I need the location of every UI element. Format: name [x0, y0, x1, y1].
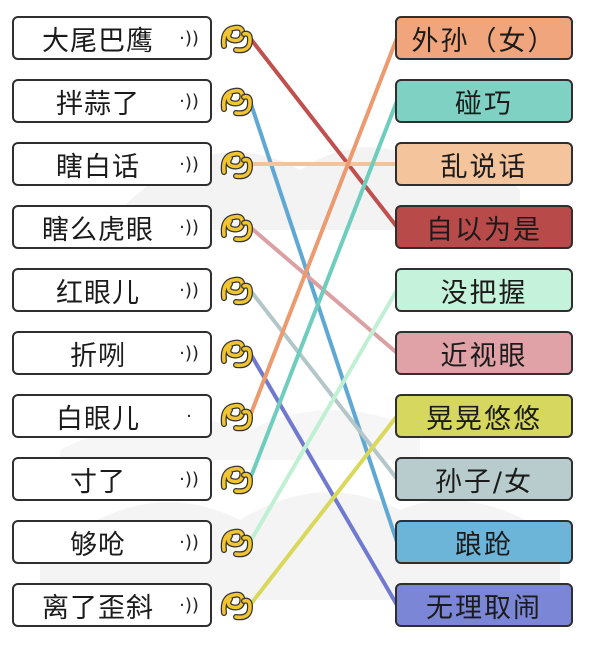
word-label: 大尾巴鹰 [42, 25, 154, 57]
word-card[interactable]: 折咧 ·)) [12, 331, 212, 375]
word-card[interactable]: 红眼儿 ·)) [12, 268, 212, 312]
word-label: 拌蒜了 [56, 88, 140, 120]
meaning-card[interactable]: 孙子/女 [395, 457, 573, 501]
speaker-icon[interactable]: · [186, 405, 192, 427]
word-card[interactable]: 离了歪斜 ·)) [12, 583, 212, 627]
connection-line [248, 288, 399, 481]
meaning-card[interactable]: 踉跄 [395, 520, 573, 564]
connection-line [248, 99, 399, 481]
speaker-icon[interactable]: ·)) [179, 531, 199, 553]
word-card[interactable]: 寸了 ·)) [12, 457, 212, 501]
speaker-icon[interactable]: ·)) [179, 90, 199, 112]
speaker-icon[interactable]: ·)) [179, 342, 199, 364]
rope-knot-icon[interactable] [220, 524, 254, 560]
meaning-card[interactable]: 外孙（女） [395, 16, 573, 60]
word-label: 折咧 [70, 340, 126, 372]
word-label: 离了歪斜 [42, 592, 154, 624]
meaning-card[interactable]: 晃晃悠悠 [395, 394, 573, 438]
rope-knot-icon[interactable] [220, 461, 254, 497]
rope-knot-icon[interactable] [220, 209, 254, 245]
meaning-card[interactable]: 自以为是 [395, 205, 573, 249]
word-label: 瞎白话 [56, 151, 140, 183]
rope-knot-icon[interactable] [220, 83, 254, 119]
connection-line [248, 225, 399, 355]
word-card[interactable]: 白眼儿 · [12, 394, 212, 438]
connection-line [248, 288, 399, 544]
rope-knot-icon[interactable] [220, 335, 254, 371]
word-card[interactable]: 瞎么虎眼 ·)) [12, 205, 212, 249]
word-card[interactable]: 够呛 ·)) [12, 520, 212, 564]
connection-line [248, 36, 399, 229]
speaker-icon[interactable]: ·)) [179, 153, 199, 175]
meaning-card[interactable]: 没把握 [395, 268, 573, 312]
connection-line [248, 99, 399, 544]
connection-line [248, 351, 399, 607]
word-card[interactable]: 拌蒜了 ·)) [12, 79, 212, 123]
speaker-icon[interactable]: ·)) [179, 216, 199, 238]
meaning-card[interactable]: 碰巧 [395, 79, 573, 123]
word-label: 红眼儿 [56, 277, 140, 309]
speaker-icon[interactable]: ·)) [179, 279, 199, 301]
word-label: 够呛 [70, 529, 126, 561]
word-label: 瞎么虎眼 [42, 214, 154, 246]
speaker-icon[interactable]: ·)) [179, 594, 199, 616]
word-card[interactable]: 瞎白话 ·)) [12, 142, 212, 186]
rope-knot-icon[interactable] [220, 272, 254, 308]
meaning-card[interactable]: 乱说话 [395, 142, 573, 186]
rope-knot-icon[interactable] [220, 398, 254, 434]
rope-knot-icon[interactable] [220, 146, 254, 182]
word-card[interactable]: 大尾巴鹰 ·)) [12, 16, 212, 60]
connection-line [248, 36, 399, 418]
word-label: 寸了 [70, 466, 126, 498]
word-label: 白眼儿 [56, 403, 140, 435]
meaning-card[interactable]: 无理取闹 [395, 583, 573, 627]
meaning-card[interactable]: 近视眼 [395, 331, 573, 375]
rope-knot-icon[interactable] [220, 587, 254, 623]
connection-line [248, 414, 399, 607]
speaker-icon[interactable]: ·)) [179, 468, 199, 490]
rope-knot-icon[interactable] [220, 20, 254, 56]
speaker-icon[interactable]: ·)) [179, 27, 199, 49]
